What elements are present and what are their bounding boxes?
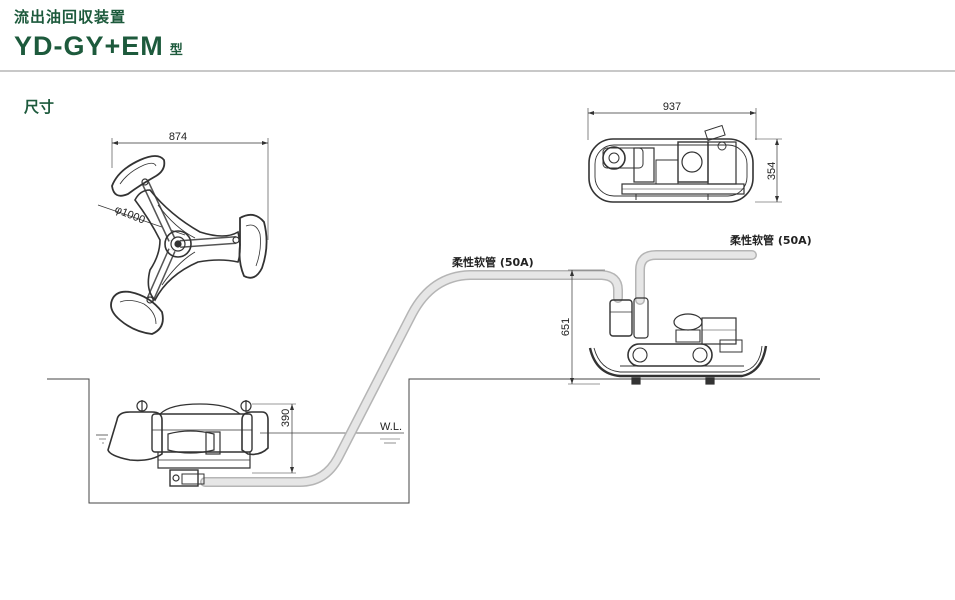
- ground-and-pit: [47, 378, 820, 504]
- hose-label-left: 柔性软管 (50A): [451, 255, 534, 269]
- product-subtitle: 流出油回収装置: [14, 8, 127, 26]
- hose-label-right: 柔性软管 (50A): [729, 233, 812, 247]
- dim-354-label: 354: [766, 162, 778, 180]
- dim-651-label: 651: [560, 318, 572, 336]
- model-name: YD-GY+EM 型: [14, 31, 184, 62]
- dim-937-label: 937: [663, 101, 681, 113]
- model-suffix: 型: [169, 42, 184, 57]
- skimmer-side-view: [107, 400, 296, 487]
- header-divider: [0, 70, 955, 72]
- dim-874-label: 874: [169, 131, 187, 143]
- water-level-label: W.L.: [380, 421, 402, 433]
- skimmer-top-view: [97, 138, 269, 335]
- model-code: YD-GY+EM: [14, 31, 164, 61]
- dim-diameter-label: φ1000: [113, 204, 147, 227]
- dim-390-label: 390: [280, 409, 292, 427]
- water-level-lines: [96, 432, 404, 444]
- pump-unit-side-view: [568, 269, 768, 385]
- section-title: 尺寸: [24, 98, 55, 116]
- pump-unit-top-view: [587, 108, 782, 203]
- page-header: 流出油回収装置 YD-GY+EM 型: [0, 0, 955, 72]
- flexible-hose: [200, 250, 757, 487]
